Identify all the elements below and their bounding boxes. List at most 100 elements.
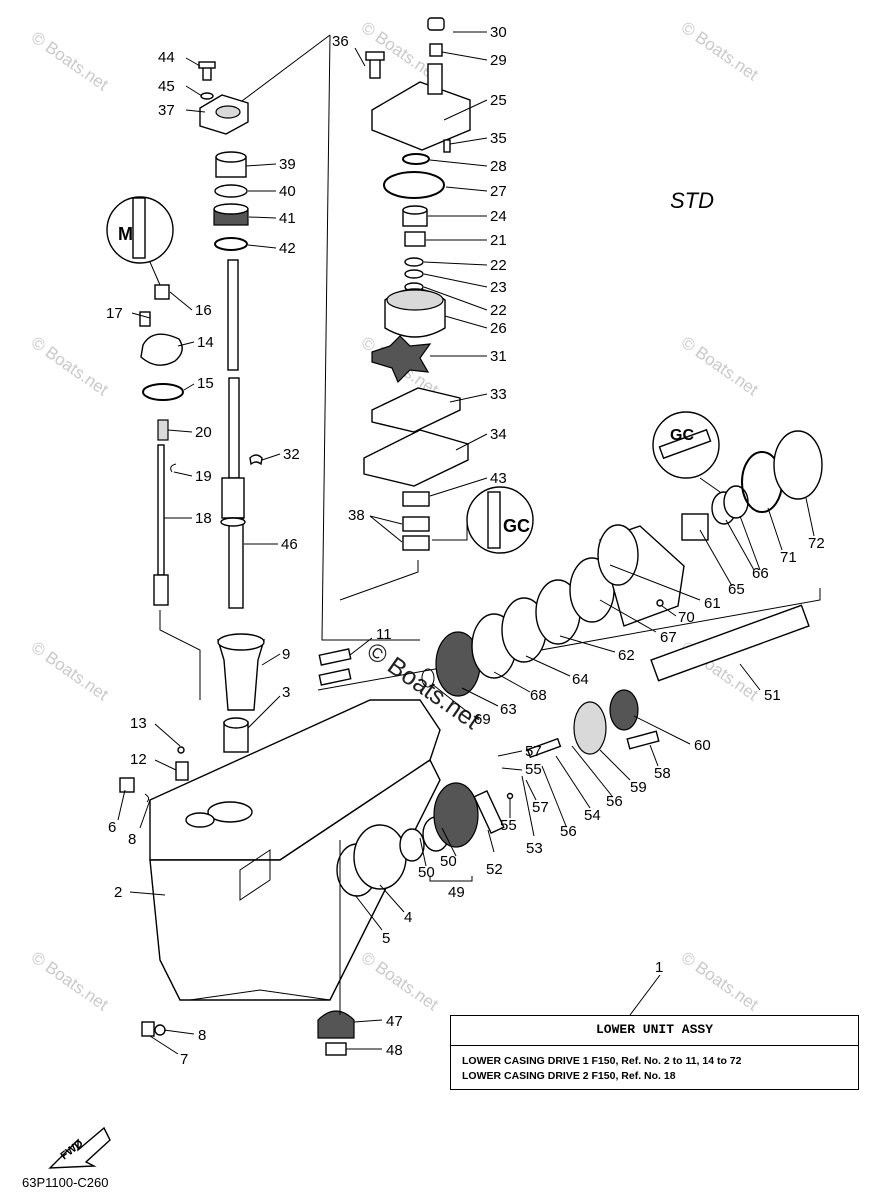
propeller-shaft-51 [650,604,810,682]
washer-45 [200,92,214,100]
callout-32: 32 [283,446,300,463]
callout-52: 52 [486,861,503,878]
seal-38b [402,535,430,551]
callout-67: 67 [660,629,677,646]
callout-13: 13 [130,715,147,732]
callout-23: 23 [490,279,507,296]
drive-shaft-middle [228,377,240,479]
callout-labels: 30 29 36 25 35 28 27 24 21 22 23 22 26 3… [106,24,825,1068]
callout-27: 27 [490,183,507,200]
callout-3: 3 [282,684,290,701]
shift-rod-group: M [106,61,263,609]
watermark: © Boats.net [678,333,762,400]
callout-55b: 55 [500,817,517,834]
gear-49 [433,782,479,848]
drive-shaft-upper [227,259,239,371]
callout-46: 46 [281,536,298,553]
bearing-65 [681,513,709,541]
clutch-52 [473,789,505,835]
assembly-divider [451,1045,858,1046]
spring-60 [609,689,639,731]
watermark: © Boats.net [28,948,112,1015]
ring-nut-72 [773,430,823,500]
shift-rod-end [153,574,169,606]
screw-12 [175,761,189,781]
callout-62: 62 [618,647,635,664]
shift-cam-14 [140,333,183,366]
callout-48: 48 [386,1042,403,1059]
callout-72: 72 [808,535,825,552]
callout-30: 30 [490,24,507,41]
bolt-70 [656,599,664,607]
assembly-line-2: LOWER CASING DRIVE 2 F150, Ref. No. 18 [462,1070,676,1082]
impeller-31 [371,335,432,384]
bolt-44-head [198,61,216,69]
spring-54 [526,737,562,759]
seal-21 [404,231,426,247]
callout-19: 19 [195,468,212,485]
seal-66b [723,485,749,519]
washer-23 [404,269,424,279]
callout-36: 36 [332,33,349,50]
oring-28 [402,153,430,165]
diagram-code: 63P1100-C260 [22,1175,109,1190]
callout-57b: 57 [532,799,549,816]
callout-65: 65 [728,581,745,598]
callout-20: 20 [195,424,212,441]
callout-28: 28 [490,158,507,175]
seal-38a [402,516,430,532]
callout-44: 44 [158,49,175,66]
callout-22b: 22 [490,302,507,319]
spring-20 [157,419,169,441]
seal-43 [402,491,430,507]
drive-shaft-collar [221,477,245,519]
nut-48 [325,1042,347,1056]
grommet-29 [429,43,443,57]
callout-58: 58 [654,765,671,782]
key-11a [318,648,352,666]
assembly-line-1: LOWER CASING DRIVE 1 F150, Ref. No. 2 to… [462,1055,742,1067]
gasket-34 [363,429,469,487]
washer-22a [404,257,424,267]
watermark: © Boats.net [678,948,762,1015]
watermark: © Boats.net [28,28,112,95]
callout-31: 31 [490,348,507,365]
callout-37: 37 [158,102,175,119]
assembly-info-box: LOWER UNIT ASSY LOWER CASING DRIVE 1 F15… [450,1015,859,1090]
drive-shaft-lower [228,517,244,609]
bearing-50a [399,828,425,862]
bearing-4 [353,824,407,890]
callout-66: 66 [752,565,769,582]
oring-15 [142,383,184,401]
callout-25: 25 [490,92,507,109]
callout-55a: 55 [525,761,542,778]
watermark: © Boats.net [358,948,442,1015]
callout-29: 29 [490,52,507,69]
callout-41: 41 [279,210,296,227]
oring-69 [421,668,435,688]
lower-casing-group [119,633,441,1056]
callout-47: 47 [386,1013,403,1030]
propshaft-group: GC [336,411,823,897]
pin-58 [626,730,660,750]
callout-40: 40 [279,183,296,200]
callout-6: 6 [108,819,116,836]
callout-56a: 56 [560,823,577,840]
callout-17: 17 [106,305,123,322]
cross-pin-59 [573,701,607,755]
callout-42: 42 [279,240,296,257]
callout-21: 21 [490,232,507,249]
callout-45: 45 [158,78,175,95]
callout-56b: 56 [606,793,623,810]
callout-33: 33 [490,386,507,403]
washer-40 [214,184,248,198]
callout-34: 34 [490,426,507,443]
std-label: STD [670,188,714,213]
callout-9: 9 [282,646,290,663]
grommet-30 [427,17,445,31]
callout-59: 59 [630,779,647,796]
callout-26: 26 [490,320,507,337]
leader-lines [117,31,815,1055]
oring-27 [383,171,445,199]
callout-57a: 57 [525,743,542,760]
